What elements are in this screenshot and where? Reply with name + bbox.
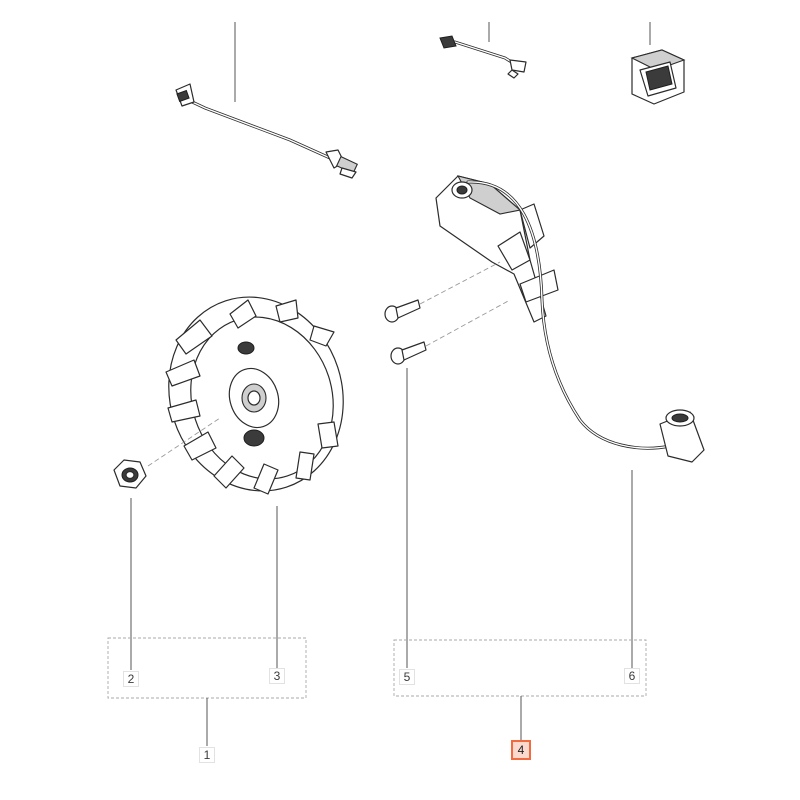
wire-harness-part bbox=[175, 83, 359, 179]
group-bracket-right bbox=[393, 639, 647, 697]
assembly-line-upper bbox=[419, 261, 501, 305]
flywheel-part bbox=[165, 296, 344, 495]
assembly-line-nut bbox=[147, 417, 221, 467]
switch-part bbox=[630, 49, 686, 105]
callout-3[interactable]: 3 bbox=[269, 668, 285, 684]
callout-5[interactable]: 5 bbox=[399, 669, 415, 685]
screw-upper-part bbox=[384, 299, 421, 323]
screw-lower-part bbox=[390, 341, 427, 365]
callout-4-selected[interactable]: 4 bbox=[511, 740, 531, 760]
nut-part bbox=[113, 459, 147, 489]
stop-wire-part bbox=[439, 35, 527, 79]
callout-2[interactable]: 2 bbox=[123, 671, 139, 687]
callout-1[interactable]: 1 bbox=[199, 747, 215, 763]
assembly-line-lower bbox=[425, 299, 511, 347]
callout-6[interactable]: 6 bbox=[624, 668, 640, 684]
ignition-module-part bbox=[435, 175, 705, 463]
